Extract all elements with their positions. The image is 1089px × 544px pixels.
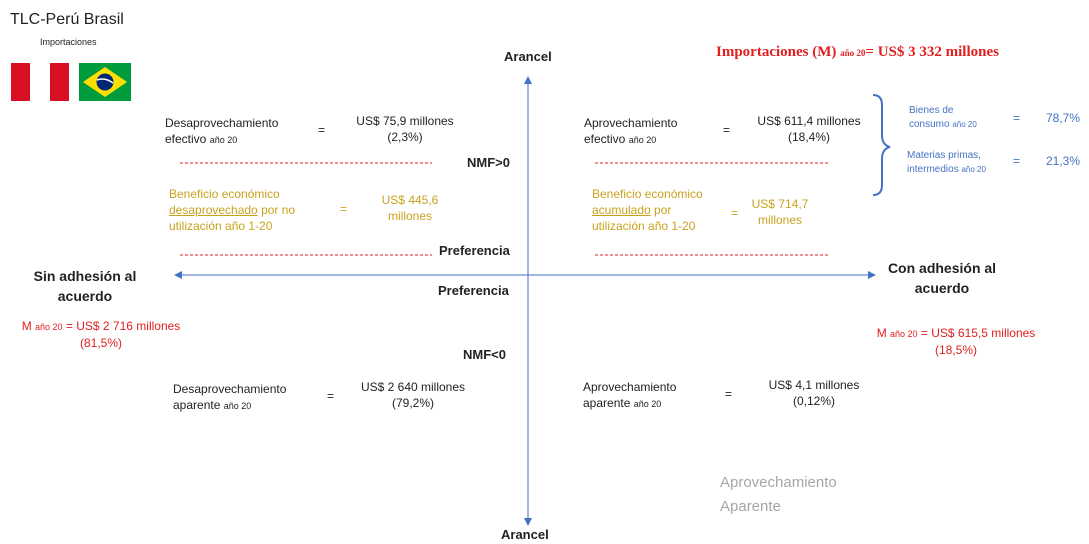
- breakdown-item-materias: Materias primas, intermedios año 20: [907, 149, 986, 177]
- q-top-right-value-text: US$ 611,4 millones: [757, 114, 861, 128]
- axis-bottom-label: Arancel: [501, 527, 549, 542]
- q-bottom-right-sub: año 20: [633, 399, 662, 409]
- brace: [872, 94, 891, 196]
- benefit-left-v2: millones: [387, 209, 432, 223]
- axis-top-label: Arancel: [504, 49, 552, 64]
- q-bottom-left-eq: =: [327, 389, 335, 403]
- total-value: = US$ 3 332 millones: [865, 44, 999, 60]
- left-axis-label-l1: Sin adhesión al: [33, 268, 137, 284]
- breakdown-consumo-sub: año 20: [952, 120, 977, 129]
- left-axis-label: Sin adhesión al acuerdo: [25, 266, 145, 306]
- total-sub: año 20: [840, 48, 866, 58]
- breakdown-item-consumo: Bienes de consumo año 20: [909, 104, 977, 132]
- right-axis-label-l2: acuerdo: [914, 280, 970, 296]
- left-total-value: = US$ 2 716 millones: [65, 319, 181, 333]
- breakdown-materias-eq: =: [1013, 154, 1021, 168]
- right-total-prefix: M: [876, 326, 887, 340]
- right-total-sub: año 20: [890, 329, 918, 339]
- breakdown-consumo-l1: Bienes de: [909, 105, 954, 116]
- aprovechamiento-aparente-caption: Aprovechamiento Aparente: [720, 471, 837, 519]
- brasil-flag-icon: [83, 67, 127, 97]
- q-bottom-right-value: US$ 4,1 millones (0,12%): [755, 377, 873, 409]
- benefit-right-l2-rest: por: [650, 203, 672, 217]
- benefit-right-value: US$ 714,7 millones: [740, 196, 820, 228]
- breakdown-materias-l2: intermedios: [907, 164, 959, 175]
- benefit-left-l1: Beneficio económico: [169, 187, 280, 201]
- benefit-left-l2-rest: por no: [257, 203, 296, 217]
- right-total-value: = US$ 615,5 millones: [920, 326, 1036, 340]
- q-bottom-right-label-l1: Aprovechamiento: [583, 380, 677, 394]
- q-top-left-label-l2: efectivo: [165, 132, 207, 146]
- benefit-left-eq: =: [340, 202, 348, 216]
- flag-brasil: [79, 63, 131, 101]
- q-bottom-right-label-l2: aparente: [583, 396, 631, 410]
- left-total-prefix: M: [21, 319, 32, 333]
- q-top-right-label-l2: efectivo: [584, 132, 626, 146]
- q-top-right-pct: (18,4%): [787, 130, 831, 144]
- q-bottom-left-value-text: US$ 2 640 millones: [360, 380, 466, 394]
- preferencia-top-label: Preferencia: [439, 243, 510, 258]
- left-axis-label-l2: acuerdo: [57, 288, 113, 304]
- left-total: M año 20 = US$ 2 716 millones (81,5%): [6, 318, 196, 351]
- benefit-left-v1: US$ 445,6: [381, 193, 439, 207]
- benefit-right-v1: US$ 714,7: [751, 197, 809, 211]
- q-bottom-right-label: Aprovechamiento aparente año 20: [583, 379, 676, 412]
- q-top-left-sub: año 20: [209, 135, 238, 145]
- q-top-left-label: Desaprovechamiento efectivo año 20: [165, 115, 278, 148]
- right-axis-label: Con adhesión al acuerdo: [877, 258, 1007, 298]
- benefit-right-l1: Beneficio económico: [592, 187, 703, 201]
- left-total-pct: (81,5%): [79, 336, 123, 350]
- q-bottom-left-sub: año 20: [223, 401, 252, 411]
- right-total-pct: (18,5%): [934, 343, 978, 357]
- benefit-right-label: Beneficio económico acumulado por utiliz…: [592, 186, 703, 234]
- q-top-left-eq: =: [318, 123, 326, 137]
- preferencia-bottom-label: Preferencia: [438, 283, 509, 298]
- breakdown-consumo-eq: =: [1013, 111, 1021, 125]
- benefit-right-l2-underlined: acumulado: [592, 203, 651, 217]
- benefit-left-label: Beneficio económico desaprovechado por n…: [169, 186, 295, 234]
- caption-l2: Aparente: [720, 498, 781, 515]
- breakdown-materias-l1: Materias primas,: [907, 150, 981, 161]
- q-bottom-left-label-l2: aparente: [173, 398, 221, 412]
- q-bottom-right-pct: (0,12%): [792, 394, 836, 408]
- left-total-sub: año 20: [35, 322, 63, 332]
- q-top-right-eq: =: [723, 123, 731, 137]
- benefit-left-l3: utilización año 1-20: [169, 219, 273, 233]
- q-top-right-label: Aprovechamiento efectivo año 20: [584, 115, 677, 148]
- q-top-right-sub: año 20: [628, 135, 657, 145]
- q-top-right-value: US$ 611,4 millones (18,4%): [744, 113, 874, 145]
- breakdown-consumo-value: 78,7%: [1046, 111, 1081, 125]
- q-bottom-left-value: US$ 2 640 millones (79,2%): [350, 379, 476, 411]
- breakdown-materias-sub: año 20: [961, 165, 986, 174]
- total-imports: Importaciones (M) año 20= US$ 3 332 mill…: [716, 42, 999, 63]
- q-top-left-label-l1: Desaprovechamiento: [165, 116, 279, 130]
- benefit-right-l3: utilización año 1-20: [592, 219, 696, 233]
- benefit-left-l2-underlined: desaprovechado: [169, 203, 258, 217]
- page-title: TLC-Perú Brasil: [10, 11, 124, 28]
- breakdown-consumo-l2: consumo: [909, 119, 950, 130]
- q-bottom-right-eq: =: [725, 387, 733, 401]
- q-bottom-left-label-l1: Desaprovechamiento: [173, 382, 287, 396]
- breakdown-materias-value: 21,3%: [1046, 154, 1081, 168]
- caption-l1: Aprovechamiento: [720, 474, 837, 491]
- benefit-right-v2: millones: [757, 213, 802, 227]
- flag-peru: [11, 63, 69, 101]
- q-top-left-value-text: US$ 75,9 millones: [356, 114, 454, 128]
- q-top-left-value: US$ 75,9 millones (2,3%): [345, 113, 465, 145]
- benefit-left-value: US$ 445,6 millones: [370, 192, 450, 224]
- q-bottom-left-pct: (79,2%): [391, 396, 435, 410]
- total-prefix: Importaciones (M): [716, 44, 837, 60]
- page-subtitle: Importaciones: [40, 37, 97, 47]
- q-bottom-left-label: Desaprovechamiento aparente año 20: [173, 381, 286, 414]
- q-bottom-right-value-text: US$ 4,1 millones: [768, 378, 860, 392]
- q-top-left-pct: (2,3%): [387, 130, 423, 144]
- q-top-right-label-l1: Aprovechamiento: [584, 116, 678, 130]
- nmf-negative-label: NMF<0: [463, 347, 506, 362]
- right-axis-label-l1: Con adhesión al: [887, 260, 997, 276]
- benefit-right-eq: =: [731, 206, 739, 220]
- right-total: M año 20 = US$ 615,5 millones (18,5%): [861, 325, 1051, 358]
- nmf-positive-label: NMF>0: [467, 155, 510, 170]
